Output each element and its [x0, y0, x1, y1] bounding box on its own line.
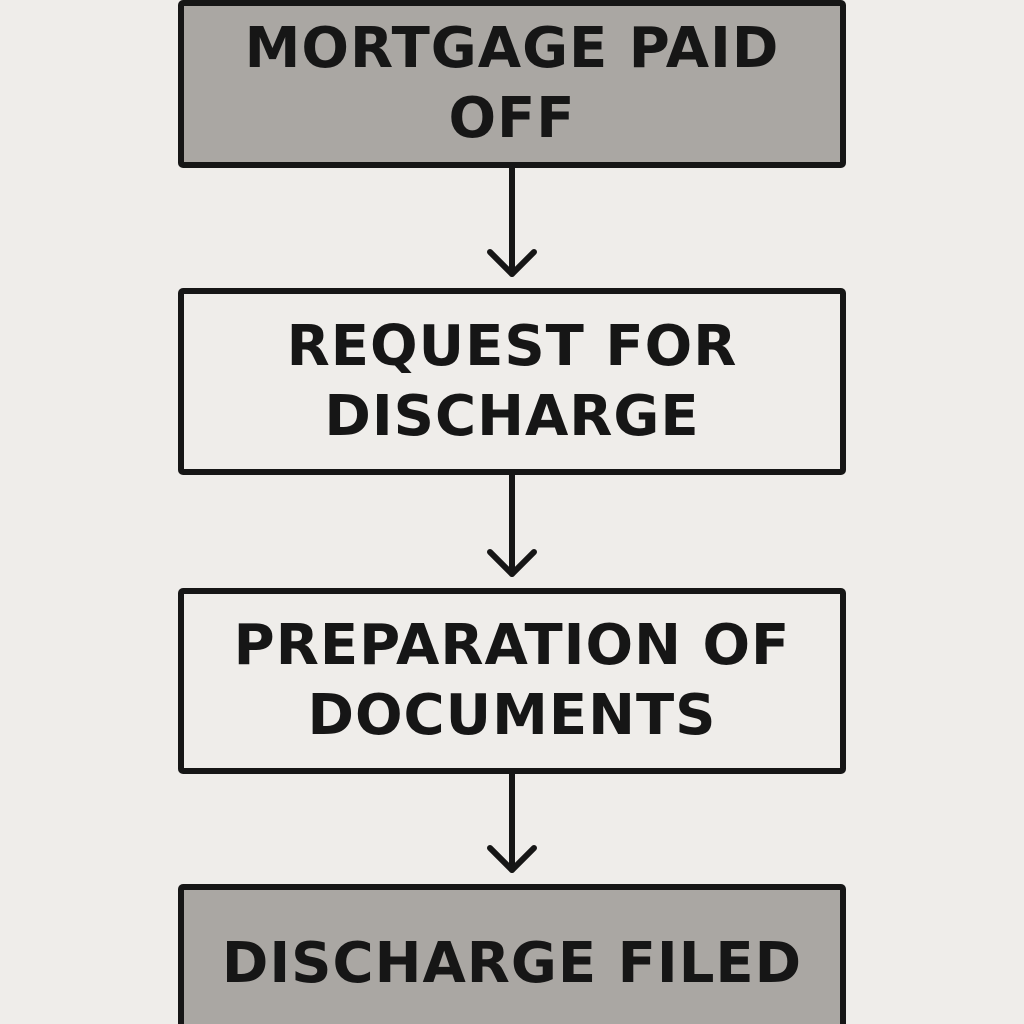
step-label: PREPARATION OF DOCUMENTS	[233, 613, 791, 748]
step-label: MORTGAGE PAID OFF	[244, 16, 780, 151]
flow-arrow-1	[482, 168, 542, 288]
arrow-down-icon	[487, 475, 537, 577]
flowchart-step-request-for-discharge: REQUEST FOR DISCHARGE	[178, 288, 846, 475]
arrow-down-icon	[487, 168, 537, 277]
step-label: REQUEST FOR DISCHARGE	[286, 313, 738, 449]
step-label: DISCHARGE FILED	[221, 931, 803, 996]
flowchart-step-discharge-filed: DISCHARGE FILED	[178, 884, 846, 1024]
flowchart-step-mortgage-paid-off: MORTGAGE PAID OFF	[178, 0, 846, 168]
flow-arrow-3	[482, 774, 542, 884]
flow-arrow-2	[482, 475, 542, 588]
flowchart-step-preparation-of-documents: PREPARATION OF DOCUMENTS	[178, 588, 846, 774]
arrow-down-icon	[487, 774, 537, 873]
